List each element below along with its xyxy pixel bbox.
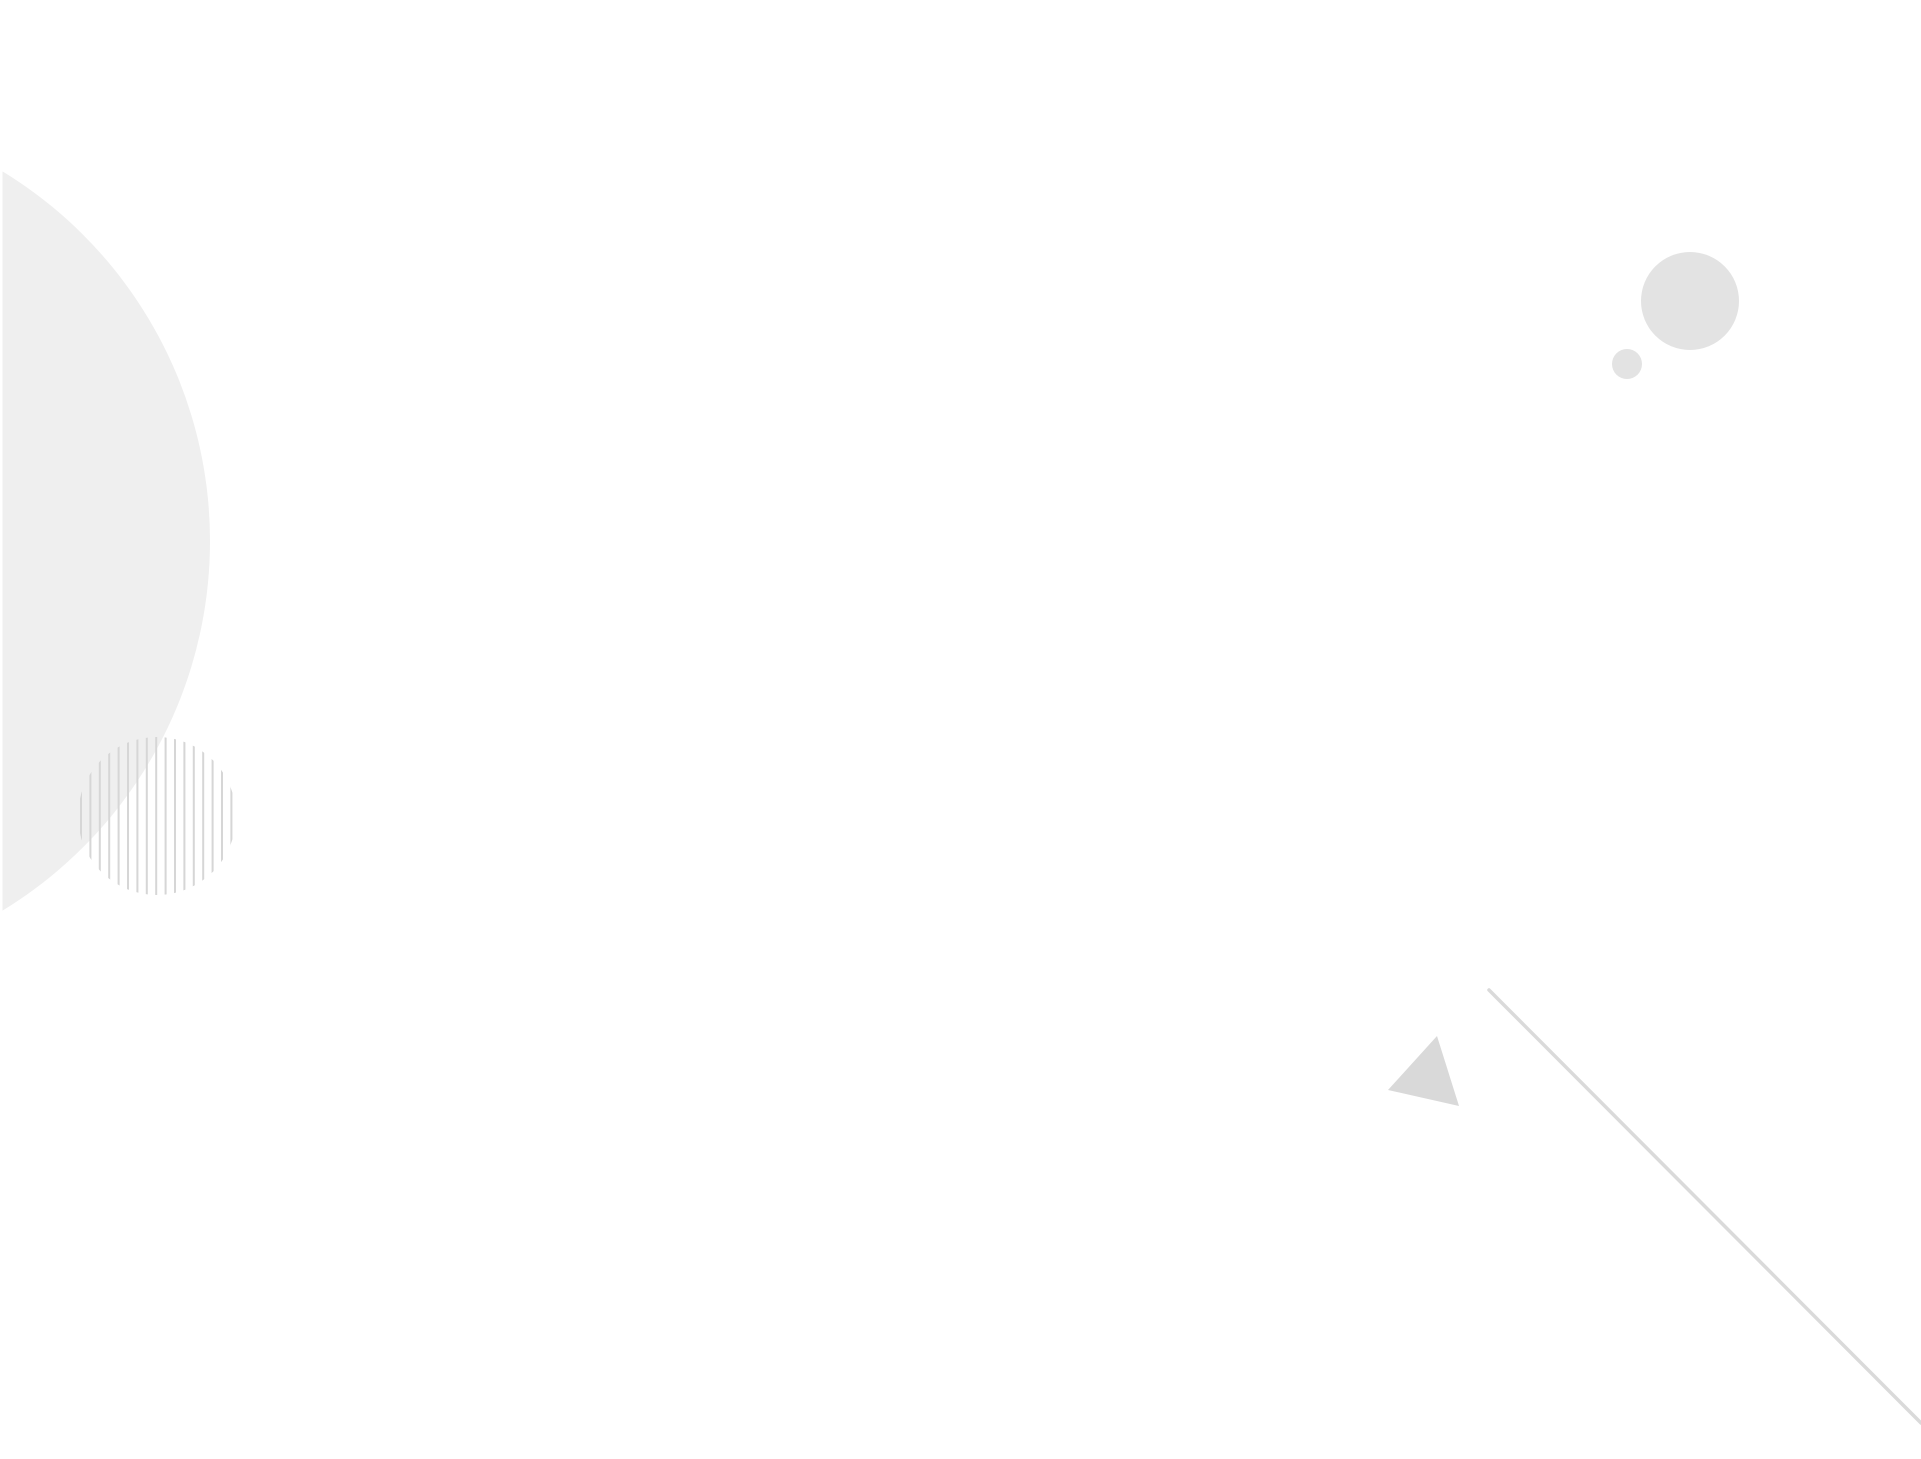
diagonal-line-icon — [1487, 988, 1921, 1425]
triangle-icon — [1388, 1036, 1459, 1106]
large-circle-icon — [2, 171, 210, 911]
striped-circle-icon — [80, 737, 233, 895]
dot-small-icon — [1612, 349, 1642, 379]
dot-large-icon — [1641, 252, 1739, 350]
